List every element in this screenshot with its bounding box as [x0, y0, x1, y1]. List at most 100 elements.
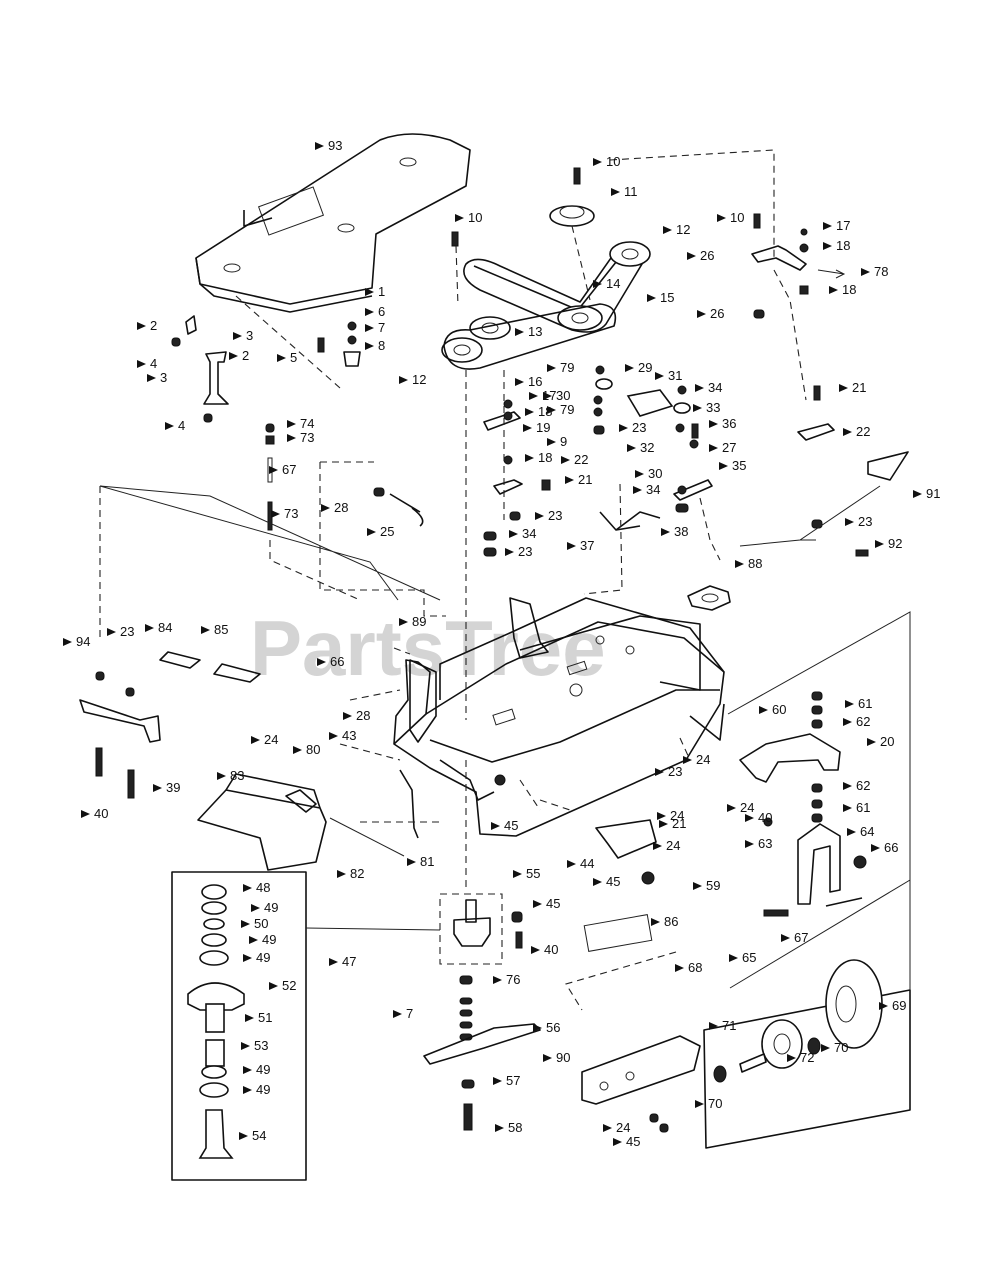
callout-arrow [525, 408, 534, 416]
callout-arrow [633, 486, 642, 494]
callout-c29: 29 [625, 360, 652, 375]
callout-arrow [245, 1014, 254, 1022]
callout-number: 17 [542, 388, 556, 403]
callout-number: 60 [772, 702, 786, 717]
callout-arrow [243, 954, 252, 962]
callout-number: 34 [708, 380, 722, 395]
callout-arrow [399, 376, 408, 384]
callout-number: 56 [546, 1020, 560, 1035]
callout-number: 61 [858, 696, 872, 711]
callout-number: 18 [842, 282, 856, 297]
callout-number: 5 [290, 350, 297, 365]
callout-arrow [693, 404, 702, 412]
callout-c49a: 49 [251, 900, 278, 915]
callout-c6: 6 [365, 304, 385, 319]
callout-arrow [843, 718, 852, 726]
callout-arrow [315, 142, 324, 150]
callout-number: 28 [334, 500, 348, 515]
callout-number: 85 [214, 622, 228, 637]
callout-c22a: 22 [843, 424, 870, 439]
callout-arrow [165, 422, 174, 430]
callout-c16: 16 [515, 374, 542, 389]
callout-arrow [875, 540, 884, 548]
callout-arrow [845, 518, 854, 526]
callout-c10c: 10 [717, 210, 744, 225]
callout-number: 79 [560, 402, 574, 417]
callout-arrow [147, 374, 156, 382]
callout-c18c: 18 [525, 404, 552, 419]
callout-c3b: 3 [147, 370, 167, 385]
callout-arrow [543, 392, 552, 400]
callout-number: 27 [722, 440, 736, 455]
callout-c62b: 62 [843, 778, 870, 793]
callout-arrow [647, 294, 656, 302]
callout-arrow [823, 222, 832, 230]
callout-arrow [567, 860, 576, 868]
callout-c19: 19 [523, 420, 550, 435]
callout-number: 49 [256, 950, 270, 965]
callout-c24c: 24 [727, 800, 754, 815]
callout-number: 73 [300, 430, 314, 445]
callout-arrow [277, 354, 286, 362]
callout-arrow [871, 844, 880, 852]
callout-c24f: 24 [603, 1120, 630, 1135]
callout-number: 67 [282, 462, 296, 477]
callout-c62a: 62 [843, 714, 870, 729]
callout-c28a: 28 [321, 500, 348, 515]
callout-arrow [531, 946, 540, 954]
callout-arrow [661, 528, 670, 536]
callout-c69: 69 [879, 998, 906, 1013]
callout-number: 17 [836, 218, 850, 233]
callout-number: 30 [648, 466, 662, 481]
callout-c12b: 12 [399, 372, 426, 387]
callout-arrow [535, 512, 544, 520]
callout-arrow [829, 286, 838, 294]
callout-c94: 94 [63, 634, 90, 649]
callout-c5: 5 [277, 350, 297, 365]
callout-number: 74 [300, 416, 314, 431]
callout-number: 69 [892, 998, 906, 1013]
callout-number: 47 [342, 954, 356, 969]
callout-c27: 27 [709, 440, 736, 455]
callout-c45a: 45 [491, 818, 518, 833]
callout-arrow [513, 870, 522, 878]
callout-number: 30 [556, 388, 570, 403]
callout-c67a: 67 [269, 462, 296, 477]
callout-number: 19 [536, 420, 550, 435]
callout-c40a: 40 [81, 806, 108, 821]
callout-c57: 57 [493, 1073, 520, 1088]
callout-number: 49 [256, 1082, 270, 1097]
callout-c18b: 18 [829, 282, 856, 297]
callout-number: 55 [526, 866, 540, 881]
callout-c12a: 12 [663, 222, 690, 237]
callout-arrow [493, 976, 502, 984]
callout-arrow [693, 882, 702, 890]
callout-c92: 92 [875, 536, 902, 551]
callout-number: 72 [800, 1050, 814, 1065]
callout-arrow [547, 364, 556, 372]
callout-c58: 58 [495, 1120, 522, 1135]
callout-number: 83 [230, 768, 244, 783]
callout-c81: 81 [407, 854, 434, 869]
callout-number: 16 [528, 374, 542, 389]
callout-arrow [241, 920, 250, 928]
callout-c24e: 24 [653, 838, 680, 853]
callout-arrow [367, 528, 376, 536]
callout-arrow [229, 352, 238, 360]
callout-arrow [655, 768, 664, 776]
callout-number: 13 [528, 324, 542, 339]
callout-arrow [243, 1066, 252, 1074]
callout-c33: 33 [693, 400, 720, 415]
callout-arrow [663, 226, 672, 234]
callout-number: 18 [538, 450, 552, 465]
callout-arrow [843, 782, 852, 790]
callout-c34b: 34 [633, 482, 660, 497]
callout-number: 24 [670, 808, 684, 823]
callout-arrow [365, 308, 374, 316]
callout-number: 18 [538, 404, 552, 419]
callout-arrow [675, 964, 684, 972]
callout-number: 38 [674, 524, 688, 539]
callout-c44: 44 [567, 856, 594, 871]
callout-c50: 50 [241, 916, 268, 931]
callout-number: 70 [834, 1040, 848, 1055]
